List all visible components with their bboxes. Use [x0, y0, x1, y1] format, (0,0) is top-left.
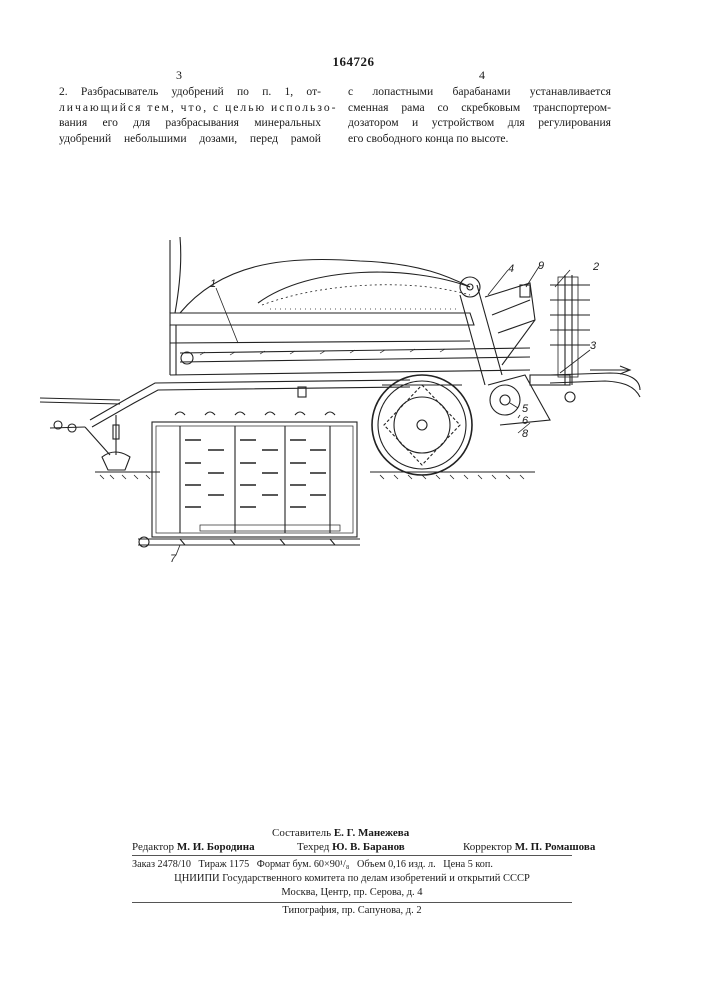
callout-8: 8 — [522, 428, 529, 440]
org-line: ЦНИИПИ Государственного комитета по дела… — [132, 872, 572, 886]
text-line: дозатором и устройством для регулировани… — [348, 115, 611, 131]
callout-7: 7 — [170, 553, 177, 565]
roller — [488, 375, 550, 425]
compiler-label: Составитель — [272, 827, 331, 839]
editor-label: Редактор — [132, 841, 174, 853]
techred-line: Техред Ю. В. Баранов — [297, 840, 405, 854]
address-line: Москва, Центр, пр. Серова, д. 4 — [132, 886, 572, 900]
editor-name: М. И. Бородина — [177, 841, 255, 853]
corrector-line: Корректор М. П. Ромашова — [463, 840, 595, 854]
corrector-label: Корректор — [463, 841, 512, 853]
text-line: его свободного конца по высоте. — [348, 131, 611, 147]
techred-label: Техред — [297, 841, 329, 853]
callout-3: 3 — [590, 340, 597, 352]
drawbar — [40, 380, 410, 470]
text-line: с лопастными барабанами устанавливается — [348, 84, 611, 100]
divider — [132, 855, 572, 856]
callout-2: 2 — [592, 261, 599, 273]
divider — [132, 902, 572, 903]
callout-1: 1 — [210, 278, 216, 290]
left-column-text: 2. Разбрасыватель удобрений по п. 1, от-… — [59, 84, 321, 146]
compiler-name: Е. Г. Манежева — [334, 827, 409, 839]
fertilizer-spreader-drawing: 1 2 3 4 5 6 7 8 9 — [30, 225, 670, 590]
printing-line: Типография, пр. Сапунова, д. 2 — [132, 904, 572, 918]
right-column-text: с лопастными барабанами устанавливается … — [348, 84, 611, 146]
editor-line: Редактор М. И. Бородина — [132, 840, 255, 854]
text-line: личающийся тем, что, с целью использо- — [59, 100, 321, 116]
compiler-line: Составитель Е. Г. Манежева — [272, 826, 409, 840]
text-line: 2. Разбрасыватель удобрений по п. 1, от- — [59, 84, 321, 100]
wheel — [372, 375, 472, 475]
order-line: Заказ 2478/10 Тираж 1175 Формат бум. 60×… — [132, 858, 572, 872]
text-line: сменная рама со скребковым транспортером… — [348, 100, 611, 116]
corrector-name: М. П. Ромашова — [515, 841, 596, 853]
callout-5: 5 — [522, 403, 529, 415]
right-column-number: 4 — [479, 68, 485, 83]
text-line: вания его для разбрасывания минеральных — [59, 115, 321, 131]
detachable-frame — [138, 412, 360, 547]
patent-number: 164726 — [0, 54, 707, 70]
callout-4: 4 — [508, 263, 514, 275]
left-column-number: 3 — [176, 68, 182, 83]
beater-assembly — [460, 275, 640, 402]
techred-name: Ю. В. Баранов — [332, 841, 405, 853]
callout-9: 9 — [538, 260, 544, 272]
callout-6: 6 — [522, 415, 529, 427]
text-line: удобрений небольшими дозами, перед рамой — [59, 131, 321, 147]
